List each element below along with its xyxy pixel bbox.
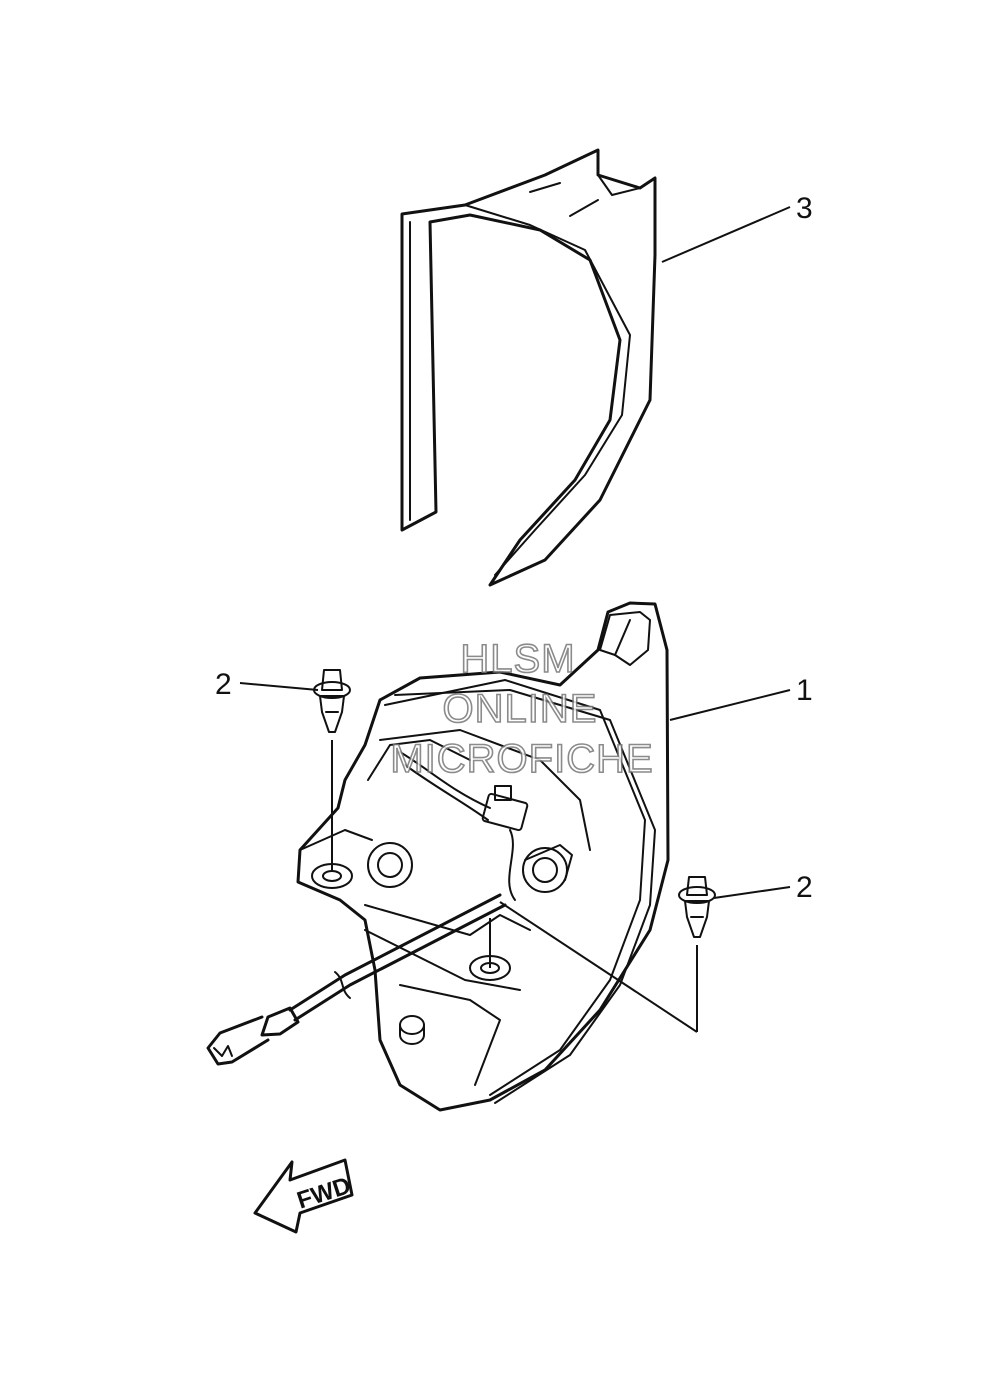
leader-lines xyxy=(239,206,791,1033)
watermark-line-1: HLSM xyxy=(460,637,575,681)
callout-3: 3 xyxy=(796,192,813,225)
forward-arrow-icon: FWD xyxy=(253,1158,354,1234)
watermark: HLSM ONLINE MICROFICHE xyxy=(390,636,654,782)
watermark-line-2: ONLINE xyxy=(443,687,598,731)
callout-2-right: 2 xyxy=(796,871,813,904)
tail-light-assembly-icon xyxy=(206,601,670,1112)
callout-1: 1 xyxy=(796,674,813,707)
lens-cover-icon xyxy=(400,148,657,587)
watermark-line-3: MICROFICHE xyxy=(390,737,653,781)
fwd-label: FWD xyxy=(294,1172,354,1215)
callout-2-left: 2 xyxy=(215,668,232,701)
